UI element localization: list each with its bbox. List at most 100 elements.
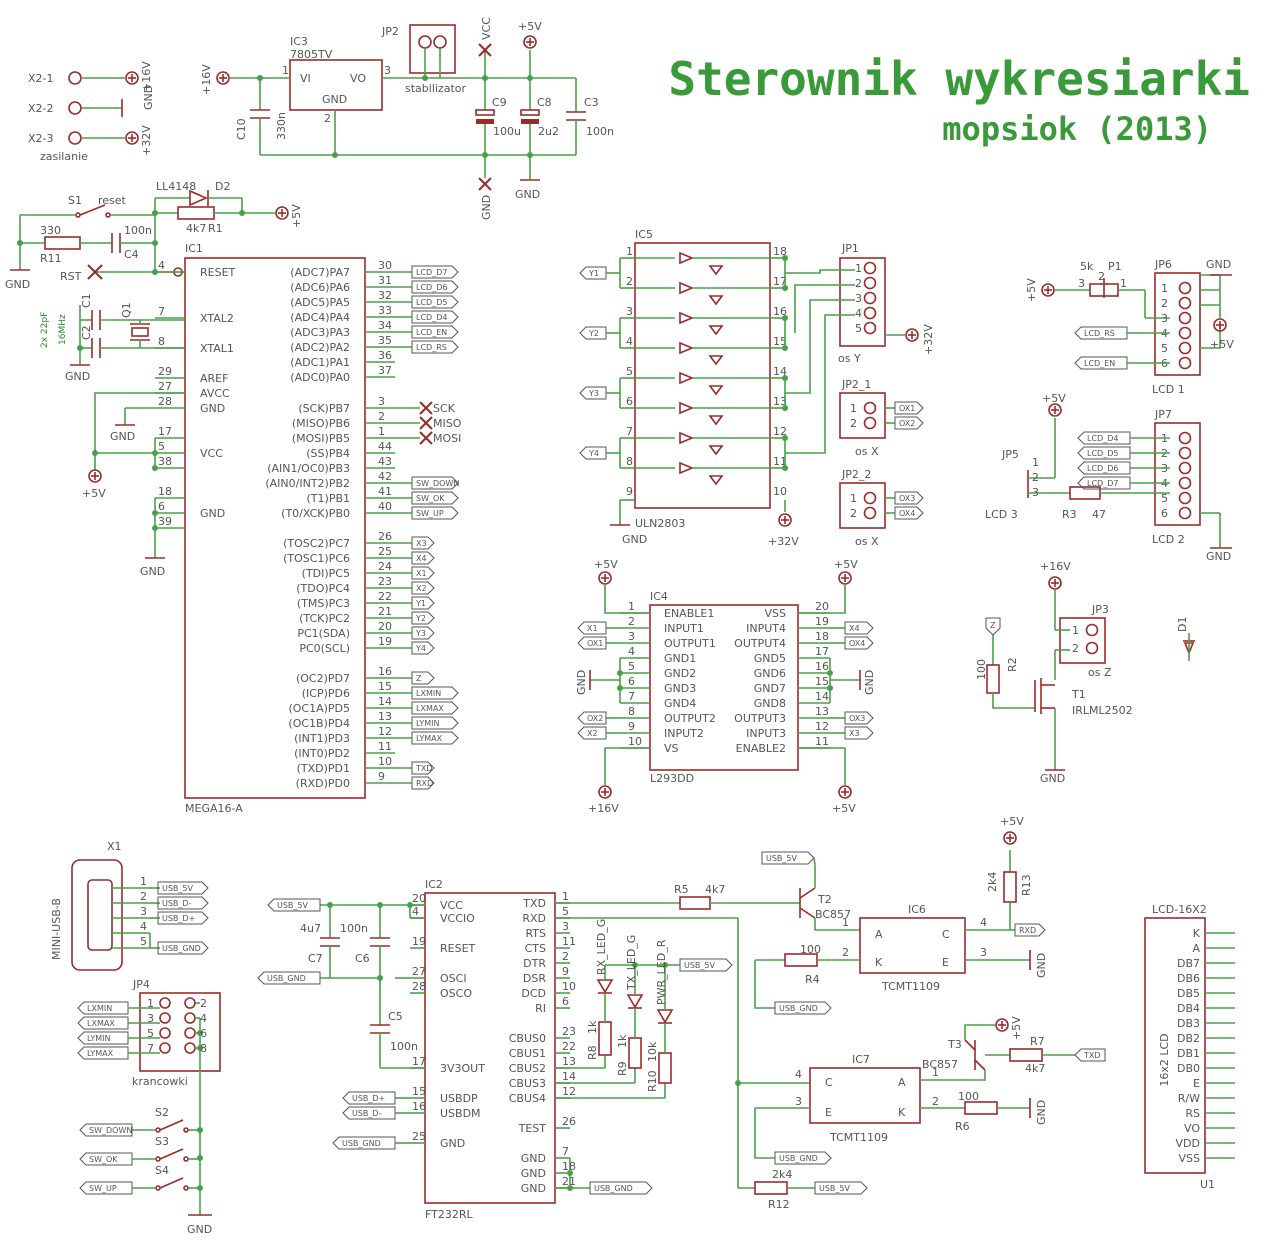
opto-t2-feed bbox=[813, 857, 816, 866]
power-rail-32v-label: +32V bbox=[140, 125, 153, 156]
uln-buffer-3 bbox=[679, 311, 695, 325]
r3-value: 47 bbox=[1092, 508, 1106, 521]
ft232-right-label-10-6: DCD bbox=[521, 987, 546, 1000]
jp6-pin-3 bbox=[1178, 311, 1192, 325]
mcu-right-label-32: (ADC5)PA5 bbox=[290, 296, 350, 309]
jp2-1-pin-label-1: 1 bbox=[850, 402, 857, 415]
lcd16-pin-db2: DB2 bbox=[1177, 1032, 1200, 1045]
jp2-1-net-0-flag bbox=[894, 401, 924, 415]
ft232-net-usbgnd-2: USB_GND bbox=[342, 1139, 381, 1148]
net-x1: X1 bbox=[416, 569, 427, 578]
lcd16-pin-vss: VSS bbox=[1179, 1152, 1201, 1165]
l293-left-pin-5: 5 bbox=[628, 660, 635, 673]
switch-name-0: S2 bbox=[155, 1106, 169, 1119]
uln-out-dot-a-2 bbox=[782, 375, 788, 381]
mcu-left-label-29: AREF bbox=[200, 372, 228, 385]
l293-right-label-11: ENABLE2 bbox=[736, 742, 786, 755]
net-y1-flag bbox=[411, 596, 435, 610]
net-lcd_d7-flag bbox=[411, 265, 459, 279]
jp6-gnd-label: GND bbox=[1206, 258, 1231, 271]
opto-net-usb5v-1: USB_5V bbox=[766, 854, 798, 863]
mcu-right-pin-15: 15 bbox=[378, 680, 392, 693]
net-sw_up-flag bbox=[411, 506, 459, 520]
uln-buffer-4 bbox=[679, 341, 695, 355]
jp2-1-pin-2 bbox=[863, 416, 877, 430]
jp7-pin-6 bbox=[1178, 506, 1192, 520]
jp1-pin-5 bbox=[863, 321, 877, 335]
uln-right-pin-13: 13 bbox=[773, 395, 787, 408]
jp4-pin-label-5: 5 bbox=[147, 1027, 154, 1040]
power-input bbox=[68, 71, 125, 145]
uln-left-pin-3: 3 bbox=[626, 305, 633, 318]
net-y3: Y3 bbox=[415, 629, 426, 638]
usb-net-3-flag bbox=[157, 941, 209, 955]
usb-pin-4: 4 bbox=[140, 920, 147, 933]
regulator-out-rail-symbol bbox=[523, 35, 537, 49]
uln-left-pin-2: 2 bbox=[626, 275, 633, 288]
opto-net-usbgnd-1-flag bbox=[774, 1001, 832, 1015]
uln-jp1-wire-4 bbox=[785, 314, 855, 454]
uln-left-pin-4: 4 bbox=[626, 335, 633, 348]
net-lcd_d4: LCD_D4 bbox=[416, 313, 447, 322]
mcu-right-pin-10: 10 bbox=[378, 755, 392, 768]
mcu-right-label-34: (ADC3)PA3 bbox=[290, 326, 350, 339]
uln-buffer-7 bbox=[679, 431, 695, 445]
ic7-k-label: K bbox=[898, 1106, 906, 1119]
jp6-rail-label: +5V bbox=[1210, 338, 1234, 351]
jp6-pin-label-1: 1 bbox=[1161, 282, 1168, 295]
p1-pin-1: 1 bbox=[1120, 277, 1127, 290]
power-caption: zasilanie bbox=[40, 150, 88, 163]
mcu-right-label-25: (TOSC1)PC6 bbox=[283, 552, 350, 565]
power-rail-16v-symbol bbox=[125, 71, 139, 85]
switch-net-0: SW_DOWN bbox=[89, 1126, 132, 1135]
l293-gnd-left: GND bbox=[575, 670, 588, 695]
l293-right-pin-12: 12 bbox=[815, 720, 829, 733]
l293-right-label-14: GND8 bbox=[754, 697, 786, 710]
uln-gnd-label: GND bbox=[622, 533, 647, 546]
jp2-2-net-0: OX3 bbox=[899, 494, 915, 503]
ic6-value: TCMT1109 bbox=[881, 980, 940, 993]
mcu-right-pin-25: 25 bbox=[378, 545, 392, 558]
opto-rail-1-label: +5V bbox=[1000, 815, 1024, 828]
mcu-right-pin-12: 12 bbox=[378, 725, 392, 738]
usb-pin-1: 1 bbox=[140, 875, 147, 888]
jp1-pin-4 bbox=[863, 306, 877, 320]
mcu-left-label-28: GND bbox=[200, 402, 225, 415]
reset-rail-label: +5V bbox=[290, 204, 303, 228]
mcu-right-label-26: (TOSC2)PC7 bbox=[283, 537, 350, 550]
uln-diode-4 bbox=[708, 355, 724, 366]
ft232-right-pin-14-11: 14 bbox=[562, 1070, 576, 1083]
zaxis-label: os Z bbox=[1088, 666, 1112, 679]
ft232-body bbox=[320, 892, 815, 1204]
ft232-right-label-12-12: CBUS4 bbox=[509, 1092, 546, 1105]
mcu-left-pin-38: 38 bbox=[158, 455, 172, 468]
lcd16-pin-vdd: VDD bbox=[1176, 1137, 1200, 1150]
nc-MOSI-b bbox=[419, 431, 433, 445]
lcd16-pin-db1: DB1 bbox=[1177, 1047, 1200, 1060]
uln-buffer-6 bbox=[679, 401, 695, 415]
mcu-right-pin-22: 22 bbox=[378, 590, 392, 603]
mcu-right-pin-34: 34 bbox=[378, 319, 392, 332]
mcu-right-label-42: (AIN0/INT2)PB2 bbox=[265, 477, 350, 490]
lcd16-name: 16x2 LCD bbox=[1158, 1033, 1171, 1086]
net-txd: TXD bbox=[415, 764, 433, 773]
mcu-left-pin-5: 5 bbox=[158, 440, 165, 453]
jp2-1-label: os X bbox=[855, 445, 879, 458]
led-tx-label: TX_LED_G bbox=[625, 935, 638, 991]
uln-left-pin-5: 5 bbox=[626, 365, 633, 378]
crystal-section bbox=[70, 305, 185, 366]
usb-net-2-flag bbox=[157, 911, 209, 925]
ic6-name: IC6 bbox=[908, 903, 926, 916]
ft232-right-pin-26-13: 26 bbox=[562, 1115, 576, 1128]
d2-name: D2 bbox=[215, 180, 230, 193]
regulator-in-rail-symbol bbox=[216, 71, 230, 85]
net-rxd-flag bbox=[411, 776, 435, 790]
regulator-vi-label: VI bbox=[300, 72, 311, 85]
uln-buffer-5 bbox=[679, 371, 695, 385]
mcu-right-pin-24: 24 bbox=[378, 560, 392, 573]
l293-right-label-17: GND5 bbox=[754, 652, 786, 665]
lcd16-pin-db5: DB5 bbox=[1177, 987, 1200, 1000]
ft232-name: IC2 bbox=[425, 878, 443, 891]
crystal-caps-note: 2x 22pF bbox=[40, 312, 50, 348]
uln-jp1-wire-1 bbox=[785, 269, 855, 274]
